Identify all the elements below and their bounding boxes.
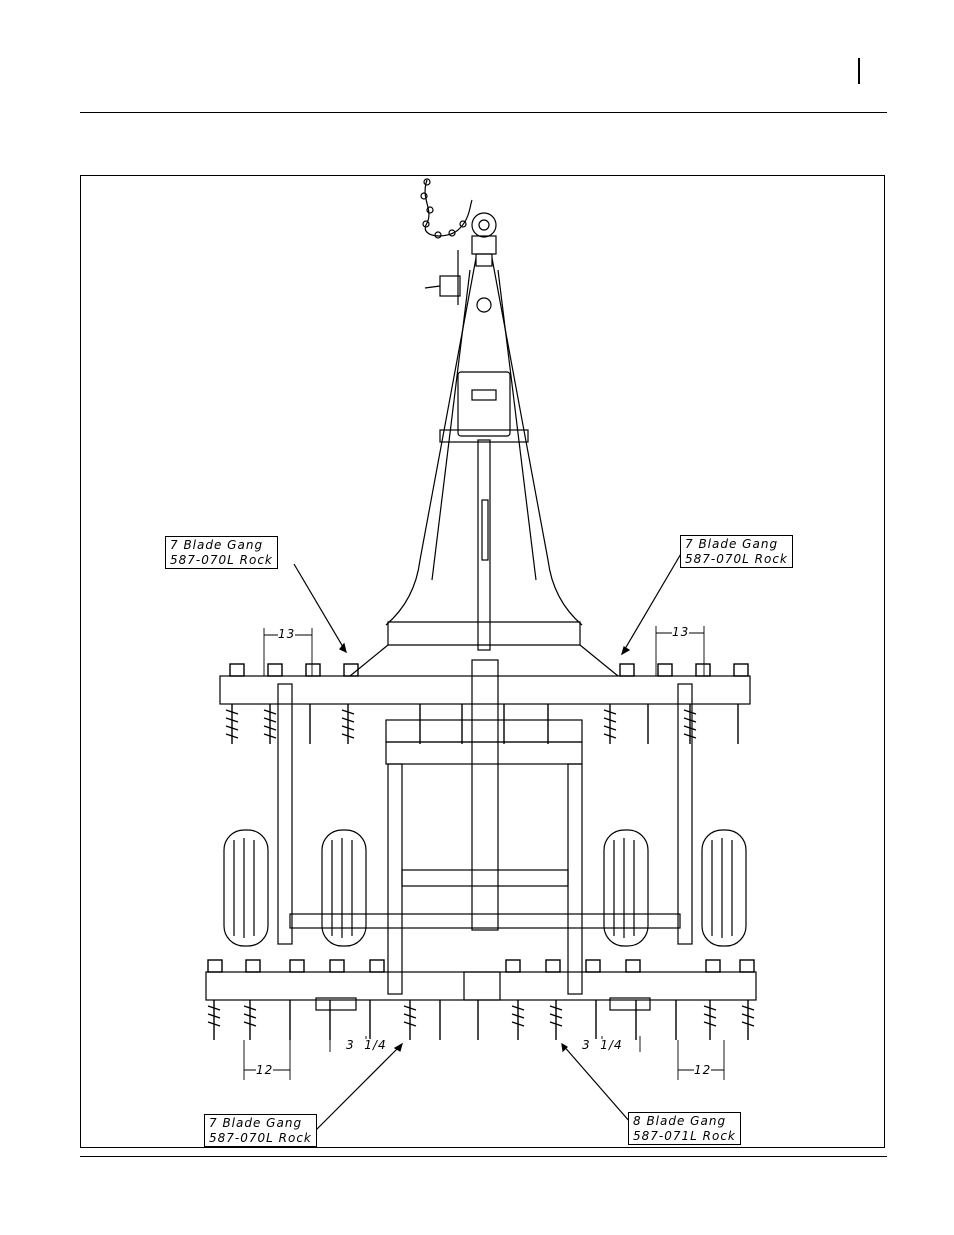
main-frame <box>278 660 692 994</box>
callout-upper-left: 7 Blade Gang 587-070L Rock <box>165 536 278 569</box>
dimension-rear-right: 12 <box>694 1064 711 1077</box>
rear-toolbar <box>206 972 756 1010</box>
callout-lower-right-line1: 8 Blade Gang <box>633 1114 736 1129</box>
callout-upper-left-line1: 7 Blade Gang <box>170 538 273 553</box>
front-toolbar <box>220 622 750 764</box>
callout-lower-right-line2: 587-071L Rock <box>633 1129 736 1144</box>
callout-lower-left-line1: 7 Blade Gang <box>209 1116 312 1131</box>
callout-upper-right-line1: 7 Blade Gang <box>685 537 788 552</box>
callout-lower-right: 8 Blade Gang 587-071L Rock <box>628 1112 741 1145</box>
dimension-front-left: 13 <box>278 628 295 641</box>
hitch-chain <box>421 179 472 238</box>
callout-upper-left-line2: 587-070L Rock <box>170 553 273 568</box>
tongue-frame <box>386 258 582 650</box>
callout-upper-right: 7 Blade Gang 587-070L Rock <box>680 535 793 568</box>
callout-upper-right-line2: 587-070L Rock <box>685 552 788 567</box>
hitch-jack <box>425 250 491 312</box>
callout-lower-left-line2: 587-070L Rock <box>209 1131 312 1146</box>
callout-lower-left: 7 Blade Gang 587-070L Rock <box>204 1114 317 1147</box>
dimension-front-right: 13 <box>672 626 689 639</box>
dimension-lines <box>244 626 724 1080</box>
dimension-rear-left: 12 <box>256 1064 273 1077</box>
dimension-offset-left: 3 1/4 <box>346 1039 387 1052</box>
dimension-offset-right: 3 1/4 <box>582 1039 623 1052</box>
